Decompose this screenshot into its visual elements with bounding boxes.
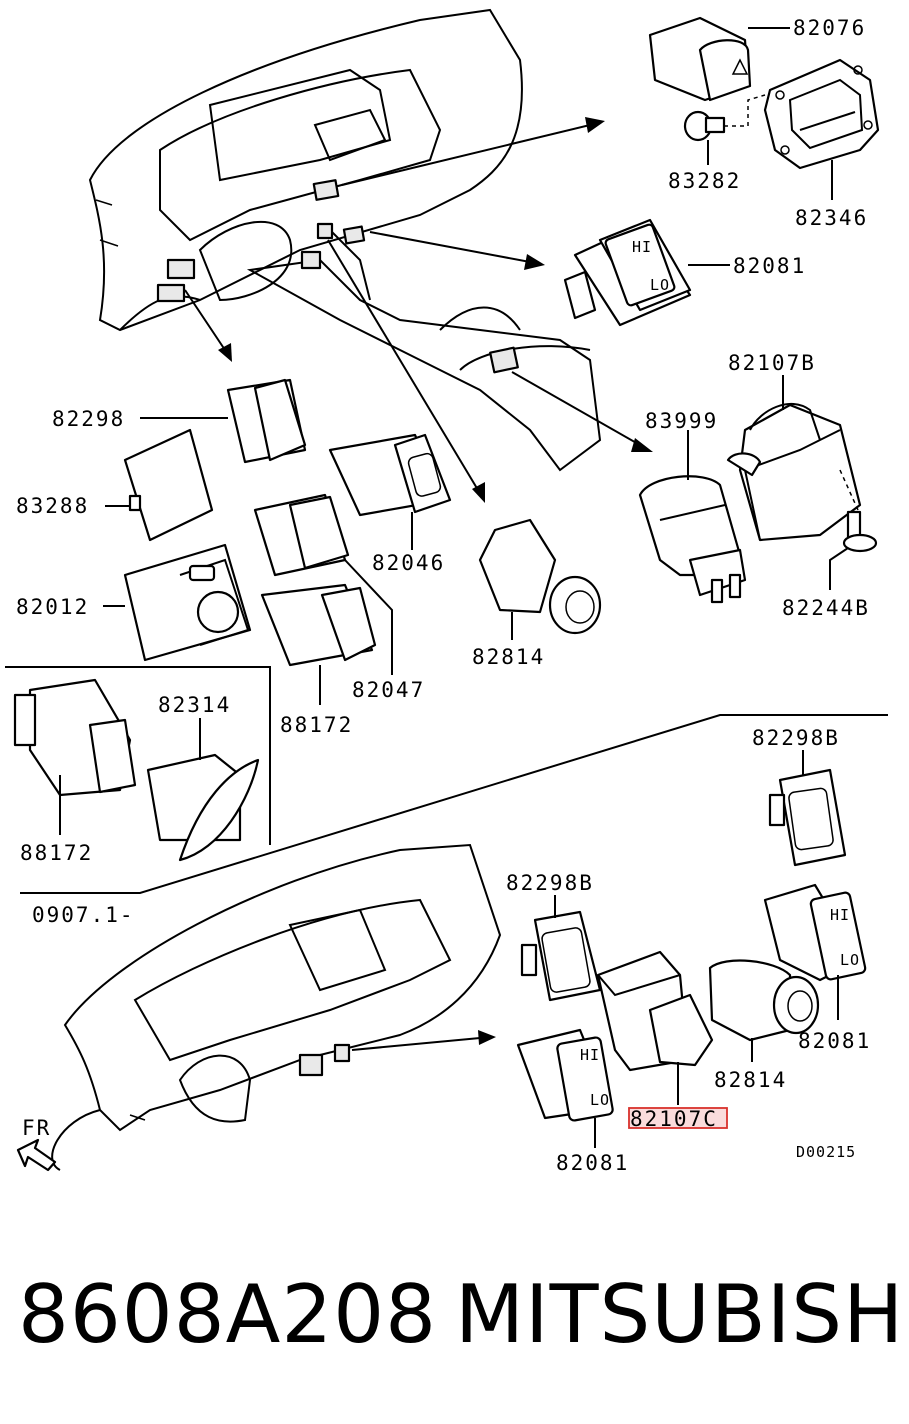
callout-82107C: 82107C [630,1107,718,1131]
front-direction-arrow [16,1138,57,1172]
inset-frame [5,666,271,845]
date-code: 0907.1- [32,903,135,927]
brand-name: MITSUBISHI [455,1268,909,1361]
part-82298B-switch-left [520,895,602,1002]
part-82107C-housing [596,950,714,1105]
part-82012-mirror-switch [103,543,252,662]
dashboard-lower [51,843,502,1171]
location-arrows-upper [184,117,653,503]
part-82107B-outlet-housing [726,375,862,542]
callout-82346: 82346 [795,206,868,230]
callout-82076: 82076 [793,16,866,40]
part-83999-socket [638,430,747,604]
diagram-id: D00215 [796,1143,856,1161]
callout-82298B-left: 82298B [506,871,594,895]
part-88172-switch-mid [260,583,377,705]
dash-switch-locations [156,179,519,374]
part-83288-cover-panel [105,428,214,542]
callout-82046: 82046 [372,551,445,575]
part-82346-bracket [763,58,880,200]
part-83282-screw [683,94,766,165]
part-82298B-switch-right [768,750,847,867]
label-hi: HI [632,238,652,256]
callout-82814-mid: 82814 [472,645,545,669]
callout-82814-low: 82814 [714,1068,787,1092]
label-lo-right: LO [840,951,860,969]
part-number: 8608A208 [18,1268,438,1361]
callout-82244B: 82244B [782,596,870,620]
part-82298-switch [140,378,307,464]
part-82244B-screw [829,510,878,590]
section-divider [20,714,888,894]
callout-83999: 83999 [645,409,718,433]
part-82081-seat-heater-switch-top: HI LO [563,218,730,327]
dashboard-upper [88,8,602,472]
part-82047-switch [253,493,393,675]
label-lo: LO [650,276,670,294]
callout-82081-top: 82081 [733,254,806,278]
parts-diagram: 82076 83282 82346 HI LO 82081 [5,8,888,1175]
label-lo-low: LO [590,1091,610,1109]
part-82814-lighter-low [708,959,820,1062]
part-82076-hazard-switch [648,16,790,102]
part-82081-seat-heater-switch-right: HI LO [763,883,867,1020]
callout-82298: 82298 [52,407,125,431]
callout-82047: 82047 [352,678,425,702]
label-hi-low: HI [580,1046,600,1064]
callout-88172-mid: 88172 [280,713,353,737]
front-direction-label: FR [22,1116,51,1140]
callout-82107B: 82107B [728,351,816,375]
callout-82081-low: 82081 [556,1151,629,1175]
part-82814-lighter-mid [478,518,602,640]
part-88172-switch-inset [13,678,137,835]
label-hi-right: HI [830,906,850,924]
part-82046-dimmer-switch [328,433,452,550]
callout-82081-right: 82081 [798,1029,871,1053]
part-highlight-box [628,1107,728,1129]
callout-82314: 82314 [158,693,231,717]
callout-82012: 82012 [16,595,89,619]
callout-82298B-right: 82298B [752,726,840,750]
callout-83288: 83288 [16,494,89,518]
part-82314-bezel [146,718,260,862]
callout-83282: 83282 [668,169,741,193]
part-82081-seat-heater-switch-low: HI LO [516,1028,614,1148]
callout-88172-inset: 88172 [20,841,93,865]
